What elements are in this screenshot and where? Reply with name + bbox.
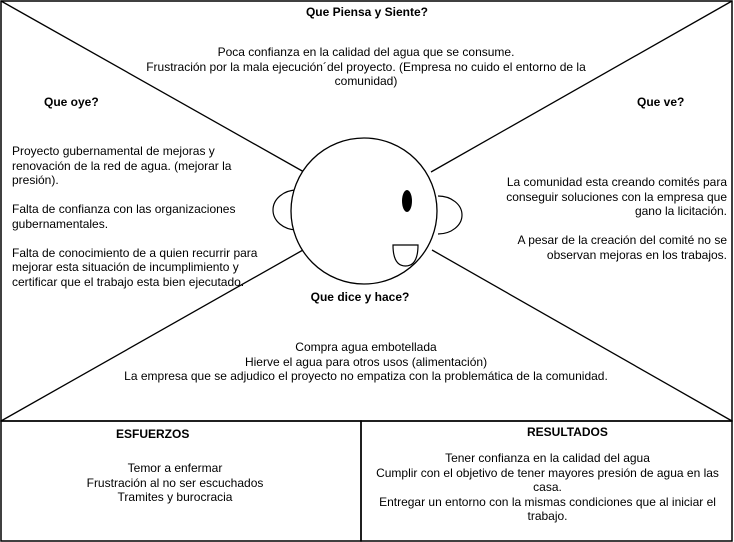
right-ear-icon — [437, 195, 463, 235]
ve-heading: Que ve? — [637, 95, 685, 109]
diagonal-top-right — [430, 0, 733, 173]
diagonal-bottom-right — [431, 249, 733, 422]
eye-icon — [402, 190, 412, 212]
oye-text: Proyecto gubernamental de mejoras y reno… — [12, 144, 258, 289]
diagonal-top-left — [0, 0, 305, 173]
dice-hace-text: Compra agua embotellada Hierve el agua p… — [124, 340, 608, 383]
resultados-heading: RESULTADOS — [527, 425, 608, 439]
piensa-siente-heading: Que Piensa y Siente? — [305, 5, 429, 19]
head-icon — [290, 137, 438, 285]
esfuerzos-heading: ESFUERZOS — [116, 427, 190, 441]
esfuerzos-text: Temor a enfermar Frustración al no ser e… — [86, 461, 264, 504]
piensa-siente-text: Poca confianza en la calidad del agua qu… — [146, 45, 586, 88]
ve-text: La comunidad esta creando comités para c… — [506, 175, 727, 262]
diagonal-bottom-left — [0, 249, 304, 422]
mouth-icon — [392, 244, 419, 267]
resultados-text: Tener confianza en la calidad del agua C… — [376, 451, 719, 523]
resultados-box — [360, 420, 733, 542]
oye-heading: Que oye? — [44, 95, 99, 109]
dice-hace-heading: Que dice y hace? — [310, 290, 410, 304]
